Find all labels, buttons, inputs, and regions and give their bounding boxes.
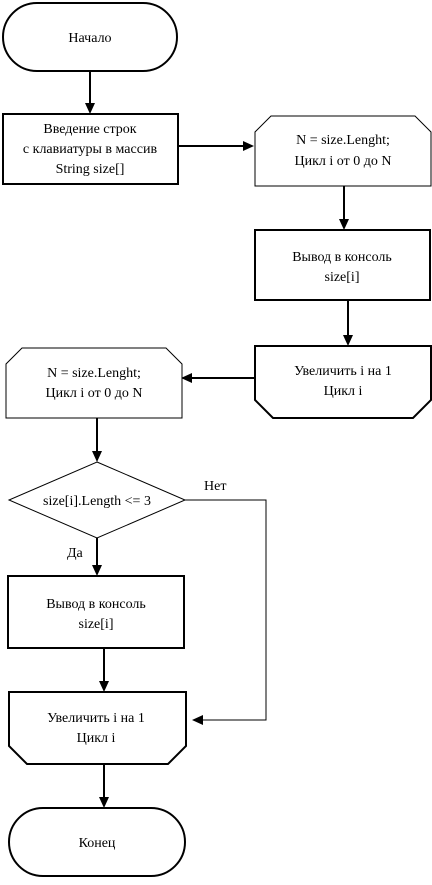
loop1-start-line-2: Цикл i от 0 до N [295, 154, 392, 169]
loop1-end-line-1: Увеличить i на 1 [294, 364, 392, 379]
connector-loop2-decision [92, 418, 102, 462]
input-line-2: с клавиатуры в массив [23, 142, 158, 157]
connector-decision-yes: Да [67, 538, 102, 576]
connector-input-loop1 [178, 141, 254, 151]
loop2-end-box: Увеличить i на 1 Цикл i [8, 691, 187, 765]
input-line-3: String size[] [56, 162, 125, 177]
yes-branch-label: Да [67, 546, 84, 561]
loop1-end-box: Увеличить i на 1 Цикл i [254, 345, 432, 419]
output2-line-1: Вывод в консоль [46, 597, 146, 612]
output1-line-1: Вывод в консоль [292, 250, 392, 265]
input-process-box: Введение строк с клавиатуры в массив Str… [2, 113, 179, 185]
output2-box: Вывод в консоль size[i] [7, 575, 185, 649]
connector-start-input [85, 71, 95, 114]
output1-box: Вывод в консоль size[i] [254, 229, 431, 301]
output1-line-2: size[i] [325, 270, 360, 285]
no-branch-label: Нет [204, 479, 226, 494]
loop1-start-line-1: N = size.Lenght; [296, 133, 390, 148]
decision-label: size[i].Length <= 3 [43, 494, 151, 509]
start-label: Начало [68, 31, 111, 46]
connector-decision-no: Нет [185, 479, 267, 725]
output2-line-2: size[i] [79, 617, 114, 632]
loop2-end-line-2: Цикл i [77, 731, 116, 746]
connector-loop1-output1 [339, 186, 349, 230]
input-line-1: Введение строк [43, 122, 136, 137]
loop2-start-line-1: N = size.Lenght; [47, 366, 141, 381]
connector-loop1end-loop2 [181, 373, 255, 383]
start-terminator: Начало [2, 2, 178, 72]
decision-diamond: size[i].Length <= 3 [7, 461, 187, 539]
loop1-end-line-2: Цикл i [324, 384, 363, 399]
end-label: Конец [79, 836, 116, 851]
loop2-start-box: N = size.Lenght; Цикл i от 0 до N [5, 347, 183, 419]
loop2-start-line-2: Цикл i от 0 до N [46, 386, 143, 401]
loop1-start-box: N = size.Lenght; Цикл i от 0 до N [254, 115, 432, 187]
connector-output1-loop1end [343, 300, 353, 346]
end-terminator: Конец [8, 807, 186, 877]
loop2-end-line-1: Увеличить i на 1 [47, 711, 145, 726]
connector-loop2end-end [99, 764, 109, 808]
connector-output2-loop2end [99, 648, 109, 692]
